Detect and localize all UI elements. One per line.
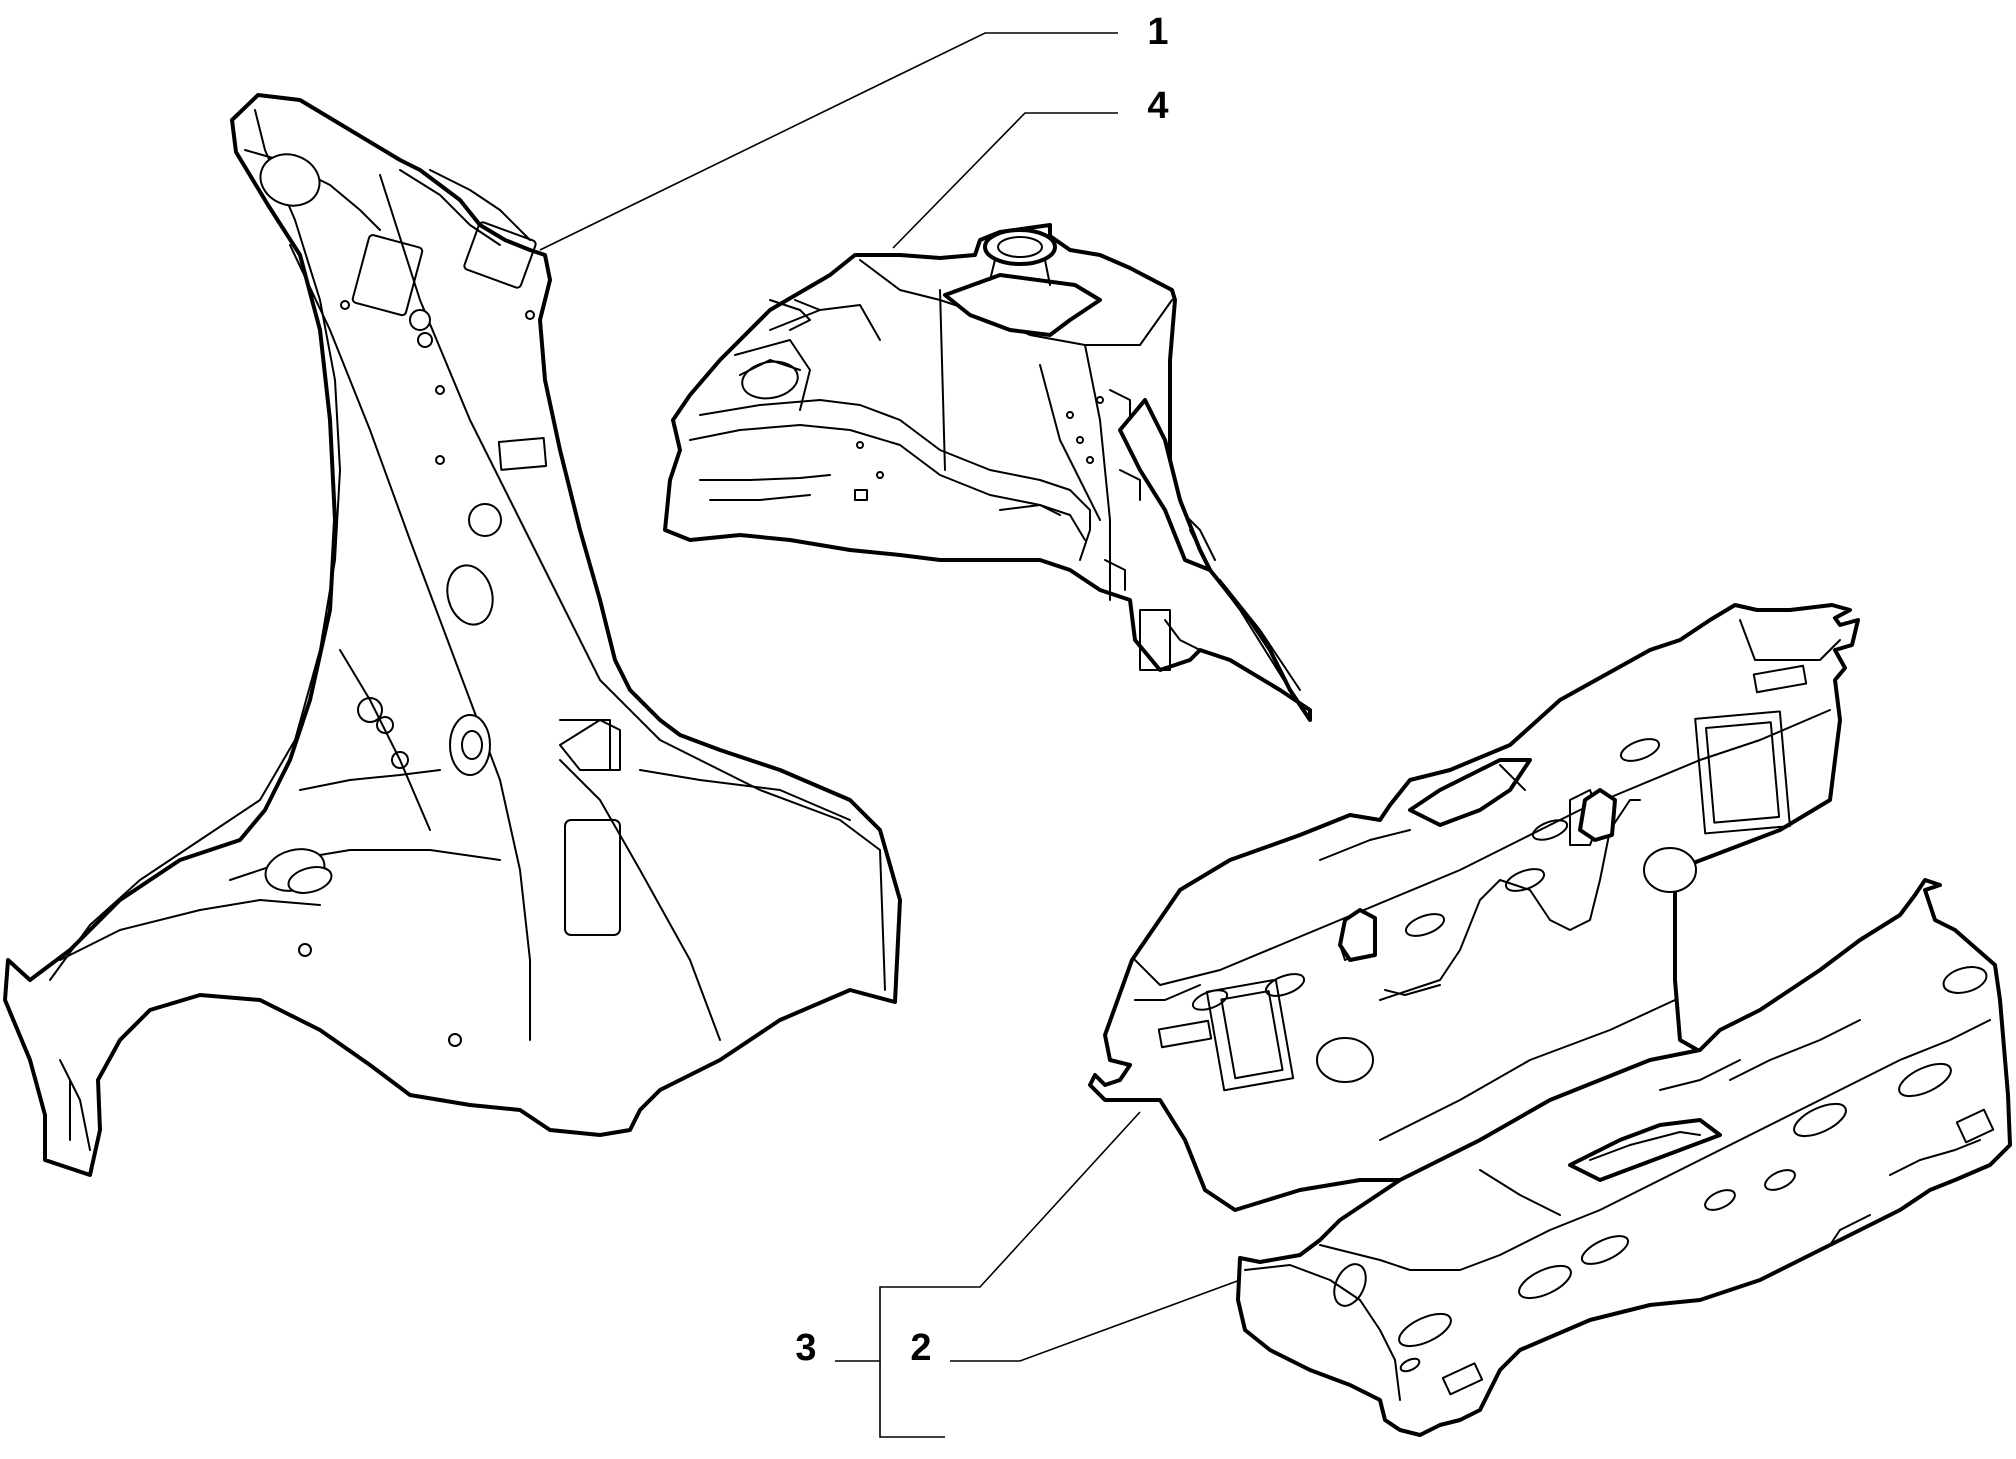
leader-3-bracket-bottom <box>879 1361 945 1438</box>
leader-lines <box>539 32 1241 1438</box>
callout-3: 3 <box>795 1327 816 1369</box>
leader-1 <box>539 32 1118 251</box>
callout-4: 4 <box>1147 85 1168 127</box>
callout-2: 2 <box>910 1327 931 1369</box>
part-2-rear-panel-lower[interactable] <box>1236 878 2012 1437</box>
callout-1: 1 <box>1147 11 1168 53</box>
part-4-wheelhouse-inner[interactable] <box>663 223 1312 722</box>
leader-4 <box>892 112 1118 249</box>
part-1-rear-quarter-inner-panel[interactable] <box>3 93 902 1177</box>
leader-3 <box>835 1111 1141 1362</box>
leader-2 <box>950 1279 1241 1362</box>
